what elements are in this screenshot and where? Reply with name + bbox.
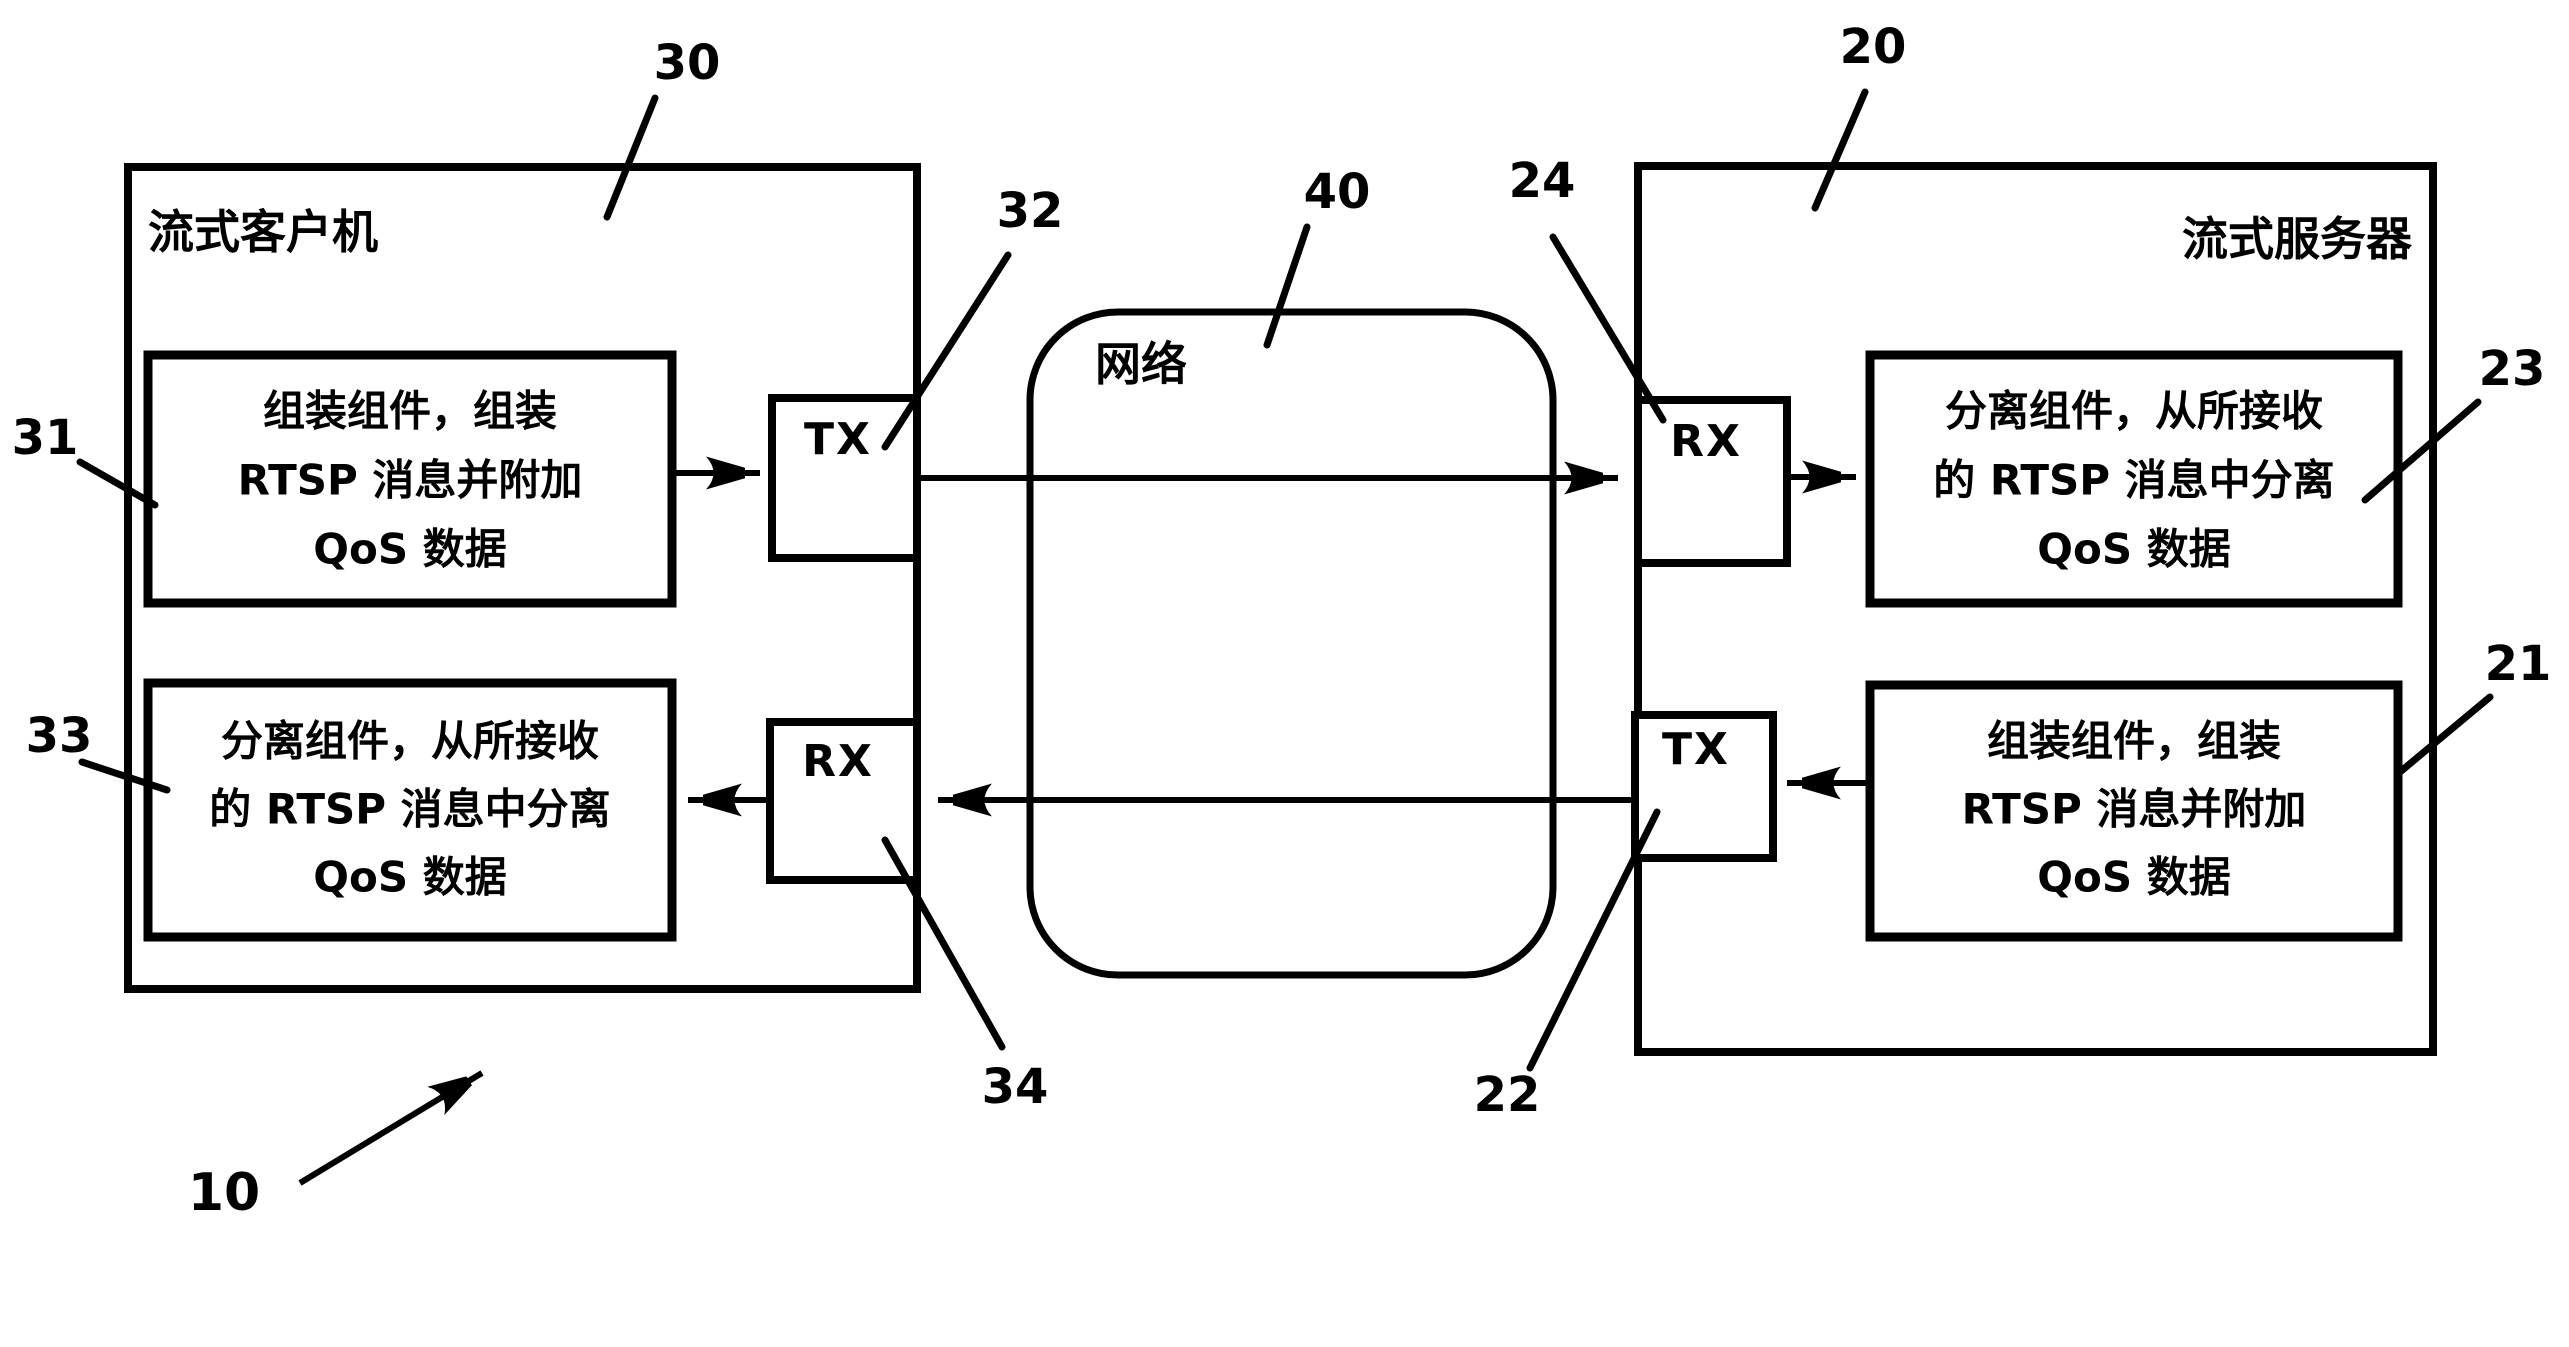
server-separator-line1: 分离组件，从所接收 [1945, 387, 2323, 436]
server-separator-line3: QoS 数据 [2037, 525, 2230, 574]
client-assembler-line3: QoS 数据 [313, 525, 506, 574]
client-title: 流式客户机 [148, 205, 378, 259]
ref-server-separator-label: 23 [2479, 341, 2546, 397]
ref-network-label: 40 [1304, 164, 1371, 220]
ref-client-assembler-leader [76, 458, 159, 509]
server-title: 流式服务器 [2182, 212, 2413, 266]
client-separator-box: 分离组件，从所接收 的 RTSP 消息中分离 QoS 数据 [143, 678, 677, 942]
ref-client-label: 30 [654, 35, 721, 91]
ref-server-assembler-leader [2396, 693, 2494, 776]
client-assembler-line1: 组装组件，组装 [263, 387, 557, 436]
server-rx-box: RX [1634, 396, 1791, 567]
client-rx-label: RX [802, 736, 874, 787]
client-tx-box: TX [768, 394, 921, 562]
client-tx-label: TX [804, 414, 872, 465]
ref-client-rx-label: 34 [982, 1059, 1049, 1115]
ref-system-arrow [298, 1070, 484, 1186]
client-box [124, 163, 921, 993]
server-rx-label: RX [1670, 416, 1742, 467]
server-separator-line2: 的 RTSP 消息中分离 [1933, 456, 2334, 505]
server-separator-box: 分离组件，从所接收 的 RTSP 消息中分离 QoS 数据 [1865, 350, 2403, 608]
ref-server-tx-leader [1526, 808, 1661, 1072]
server-assembler-box: 组装组件，组装 RTSP 消息并附加 QoS 数据 [1865, 680, 2403, 942]
ref-server-leader [1811, 88, 1869, 212]
server-box [1634, 162, 2437, 1056]
server-assembler-line3: QoS 数据 [2037, 853, 2230, 902]
ref-client-leader [603, 94, 659, 221]
ref-server-rx-leader [1549, 233, 1667, 424]
server-assembler-line2: RTSP 消息并附加 [1962, 785, 2307, 834]
ref-client-tx-leader [881, 251, 1012, 451]
ref-system-label: 10 [188, 1163, 260, 1223]
client-assembler-box: 组装组件，组装 RTSP 消息并附加 QoS 数据 [143, 350, 677, 608]
ref-client-rx-leader [881, 836, 1006, 1051]
ref-server-assembler-label: 21 [2485, 636, 2552, 692]
ref-client-tx-label: 32 [997, 183, 1064, 239]
ref-server-separator-leader [2361, 398, 2482, 504]
server-assembler-line1: 组装组件，组装 [1987, 717, 2281, 766]
network-box [1026, 308, 1557, 979]
server-tx-label: TX [1662, 724, 1730, 775]
client-assembler-line2: RTSP 消息并附加 [238, 456, 583, 505]
network-label: 网络 [1095, 337, 1187, 391]
server-tx-box: TX [1631, 711, 1777, 862]
client-separator-line1: 分离组件，从所接收 [221, 717, 599, 766]
ref-client-separator-leader [78, 758, 171, 794]
client-separator-line3: QoS 数据 [313, 853, 506, 902]
client-separator-line2: 的 RTSP 消息中分离 [209, 785, 610, 834]
ref-server-tx-label: 22 [1474, 1067, 1541, 1123]
ref-client-separator-label: 33 [26, 708, 93, 764]
ref-server-rx-label: 24 [1509, 153, 1576, 209]
ref-network-leader [1263, 223, 1311, 349]
ref-server-label: 20 [1840, 19, 1907, 75]
ref-client-assembler-label: 31 [12, 410, 79, 466]
